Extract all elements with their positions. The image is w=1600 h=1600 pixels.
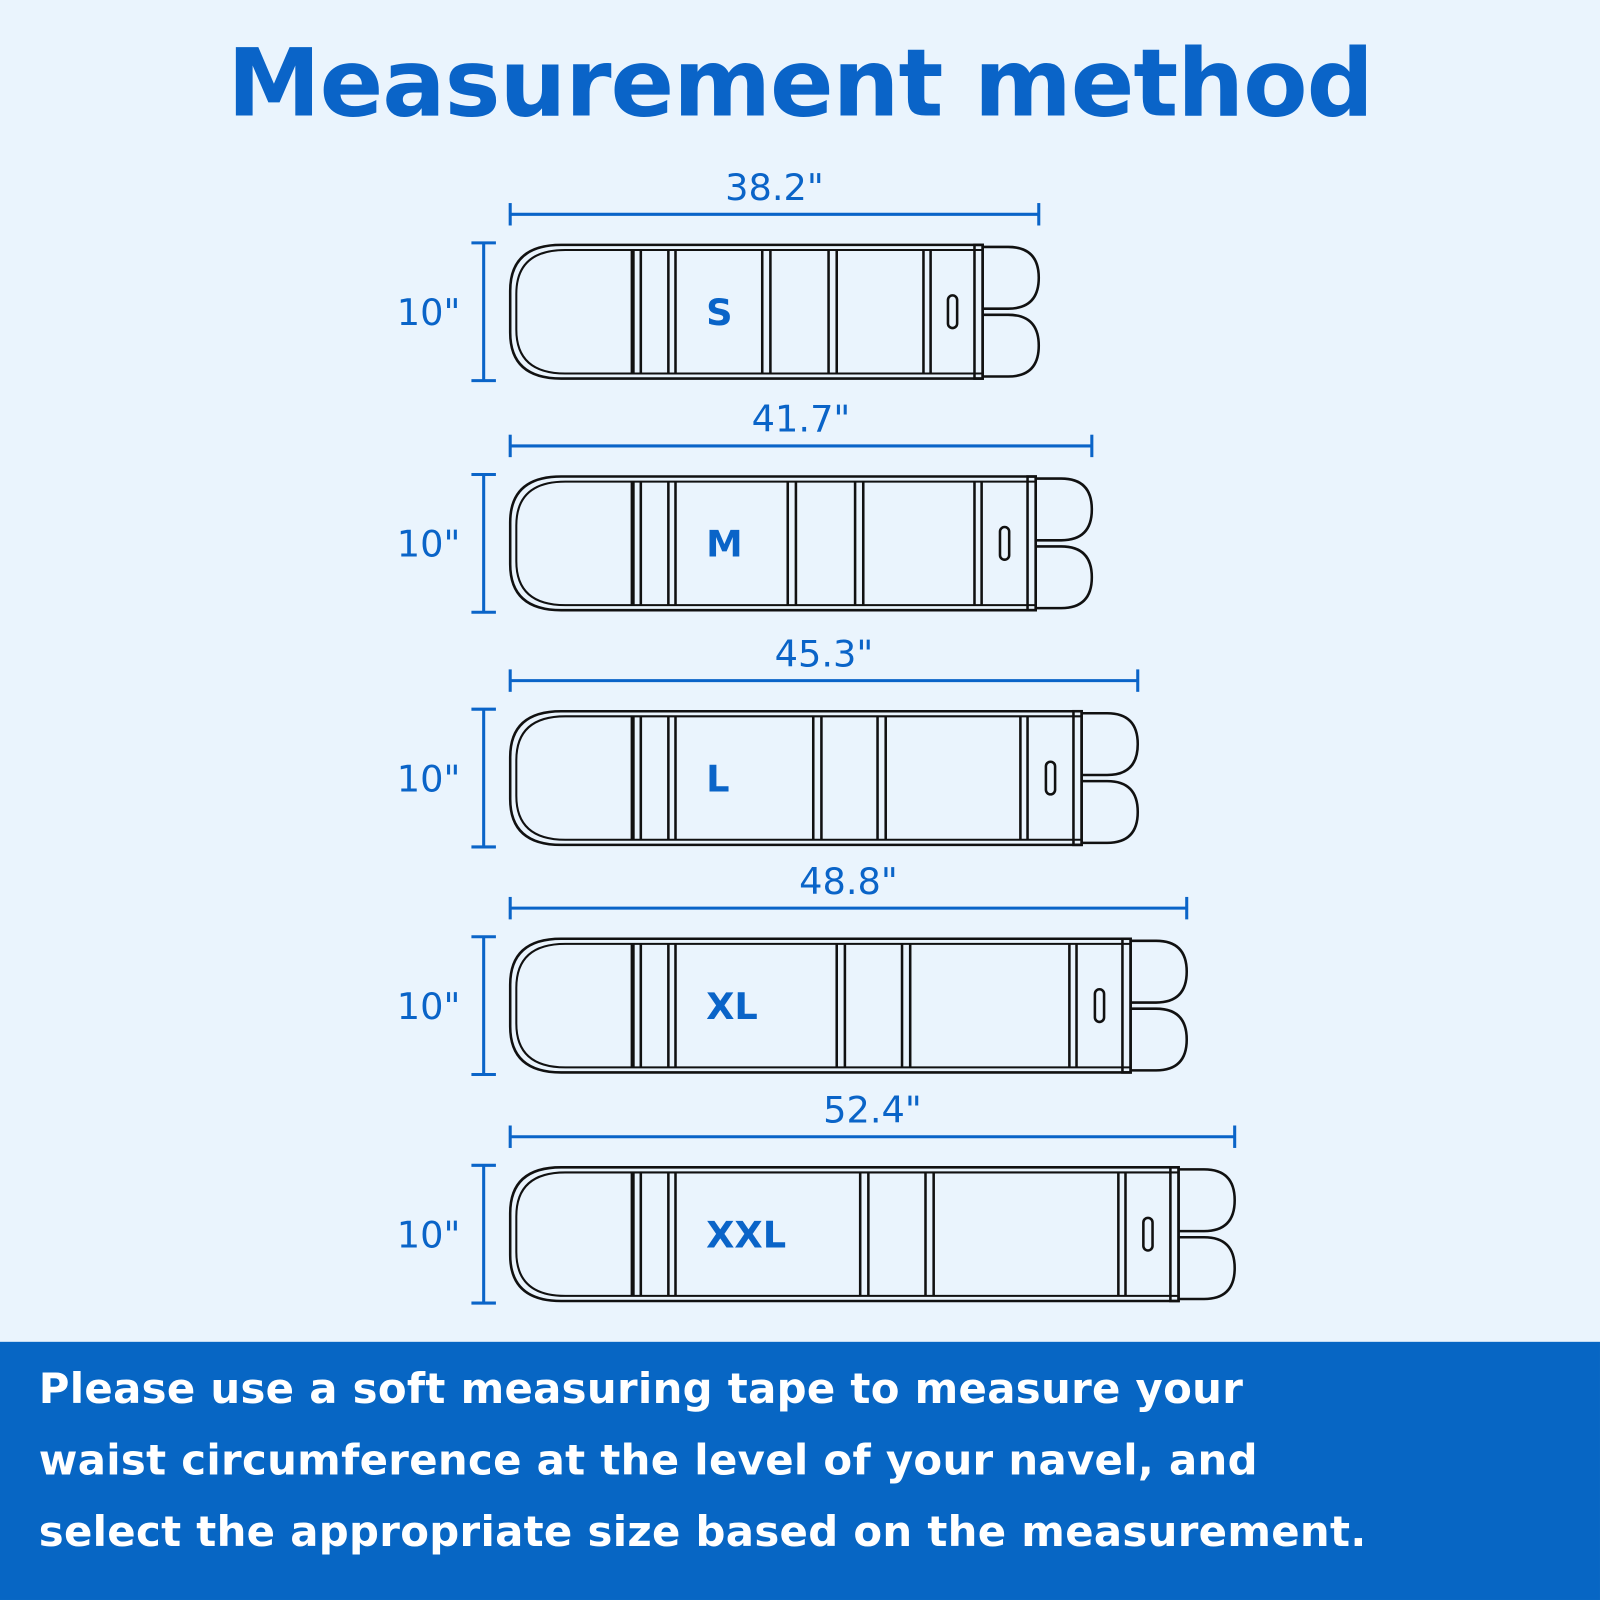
velcro-tab xyxy=(982,245,1041,310)
velcro-tab xyxy=(1130,1007,1189,1072)
velcro-tab xyxy=(1081,779,1140,845)
height-label: 10" xyxy=(397,985,461,1028)
belt-inner-outline xyxy=(515,480,1036,607)
belt-end-bar xyxy=(1026,475,1037,612)
velcro-tab xyxy=(982,313,1041,378)
size-label: S xyxy=(706,291,732,334)
height-label: 10" xyxy=(397,1213,461,1256)
belt-outline xyxy=(508,475,1037,612)
instruction-line-2: waist circumference at the level of your… xyxy=(38,1435,1258,1485)
belt-xl: 48.8" 10" XL xyxy=(397,860,1189,1077)
belt-m: 41.7" 10" M xyxy=(397,398,1094,614)
belt-end-bar xyxy=(1121,937,1132,1074)
belt-slot xyxy=(1142,1216,1154,1252)
instructions-banner: Please use a soft measuring tape to meas… xyxy=(0,1341,1600,1600)
belt-end-bar xyxy=(1072,709,1083,847)
belt-inner-outline xyxy=(515,1171,1179,1297)
size-label: XXL xyxy=(706,1213,786,1256)
belt-inner-outline xyxy=(515,248,983,375)
belt-inner-outline xyxy=(515,715,1082,841)
belt-end-bar xyxy=(973,243,984,380)
length-label: 38.2" xyxy=(725,166,824,209)
belt-outline xyxy=(508,709,1083,847)
velcro-tab xyxy=(1081,711,1140,777)
belt-s: 38.2" 10" S xyxy=(397,166,1041,383)
belt-slot xyxy=(1093,988,1106,1024)
instruction-line-3: select the appropriate size based on the… xyxy=(38,1507,1367,1557)
velcro-tab xyxy=(1035,477,1094,542)
height-label: 10" xyxy=(397,291,461,334)
velcro-tab xyxy=(1035,545,1094,610)
belt-xxl: 52.4" 10" XXL xyxy=(397,1088,1237,1305)
length-label: 41.7" xyxy=(752,398,851,441)
belt-outline xyxy=(508,243,984,380)
belt-end-bar xyxy=(1169,1166,1180,1303)
size-label: M xyxy=(706,523,743,566)
size-label: XL xyxy=(706,985,758,1028)
belt-inner-outline xyxy=(515,942,1131,1069)
belt-slot xyxy=(946,294,959,330)
belt-l: 45.3" 10" L xyxy=(397,632,1140,849)
velcro-tab xyxy=(1178,1168,1236,1233)
belt-outline xyxy=(508,937,1132,1074)
length-label: 45.3" xyxy=(775,632,874,675)
instruction-line-1: Please use a soft measuring tape to meas… xyxy=(38,1364,1244,1414)
height-label: 10" xyxy=(397,757,461,800)
belt-size-diagram: 38.2" 10" S 41.7" 10" M 45.3" 10" L 48.8" 10" XL 52.… xyxy=(397,166,1237,1305)
height-label: 10" xyxy=(397,523,461,566)
length-label: 52.4" xyxy=(823,1088,922,1131)
page-title: Measurement method xyxy=(227,28,1374,138)
belt-outline xyxy=(508,1166,1180,1303)
velcro-tab xyxy=(1130,939,1189,1004)
belt-slot xyxy=(998,525,1011,561)
length-label: 48.8" xyxy=(799,860,898,903)
size-label: L xyxy=(706,757,729,800)
belt-slot xyxy=(1044,760,1057,796)
velcro-tab xyxy=(1178,1235,1236,1301)
